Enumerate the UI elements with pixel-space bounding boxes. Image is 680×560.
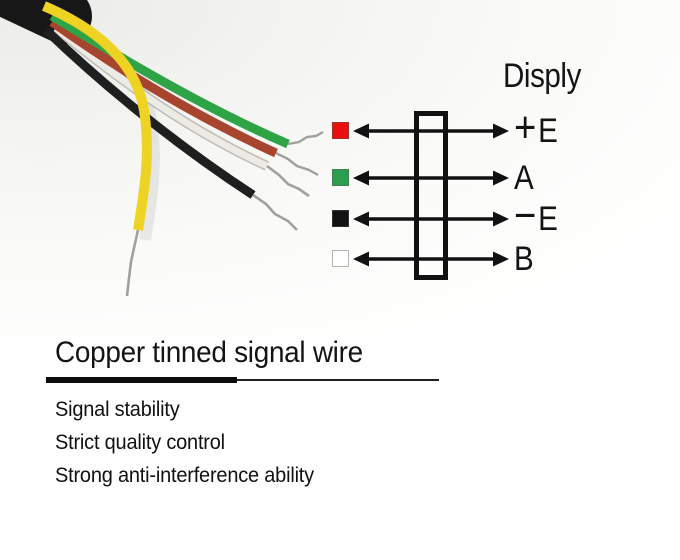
pin-label-a: A: [514, 153, 534, 197]
signal-arrow-row-1: [353, 123, 509, 139]
diagram-title: Disply: [503, 57, 581, 95]
feature-item: Signal stability: [55, 398, 180, 421]
connector-box: [414, 111, 448, 280]
right-arrowhead-icon: [493, 211, 509, 227]
minus-sign: −: [514, 191, 539, 240]
plus-sign: +: [514, 103, 539, 152]
section-heading: Copper tinned signal wire: [55, 336, 363, 369]
signal-arrow-row-3: [353, 211, 509, 227]
pin-swatch-red: [332, 122, 349, 139]
cable-photo: [0, 0, 324, 297]
pin-name: E: [538, 112, 558, 150]
heading-underline-thin: [237, 379, 439, 381]
feature-item: Strict quality control: [55, 431, 225, 454]
left-arrowhead-icon: [353, 211, 369, 227]
pin-swatch-black: [332, 210, 349, 227]
left-arrowhead-icon: [353, 123, 369, 139]
right-arrowhead-icon: [493, 170, 509, 186]
green-wire-tinned-tip: [287, 130, 324, 146]
left-arrowhead-icon: [353, 251, 369, 267]
pin-name: A: [514, 159, 534, 197]
right-arrowhead-icon: [493, 123, 509, 139]
signal-arrow-row-4: [353, 251, 509, 267]
right-arrowhead-icon: [493, 251, 509, 267]
pin-name: E: [538, 200, 558, 238]
feature-list: Signal stability Strict quality control …: [55, 393, 314, 492]
diagram-arrows: [353, 111, 509, 280]
pin-label-b: B: [514, 234, 534, 278]
left-arrowhead-icon: [353, 170, 369, 186]
pin-name: B: [514, 240, 534, 278]
white-wire-tinned-tip: [266, 164, 310, 198]
black-wire-tinned-tip: [252, 193, 298, 231]
pin-label-plus-e: +E: [514, 103, 558, 152]
red-wire: [49, 18, 278, 158]
red-wire-tinned-tip: [275, 151, 319, 177]
heading-underline-thick: [46, 377, 237, 383]
signal-arrow-row-2: [353, 170, 509, 186]
yellow-wire-tinned-tip: [125, 229, 140, 297]
green-wire: [49, 12, 290, 149]
pin-swatch-white: [332, 250, 349, 267]
feature-item: Strong anti-interference ability: [55, 464, 314, 487]
pin-label-minus-e: −E: [514, 191, 558, 240]
yellow-wire: [42, 1, 152, 231]
pin-swatch-green: [332, 169, 349, 186]
